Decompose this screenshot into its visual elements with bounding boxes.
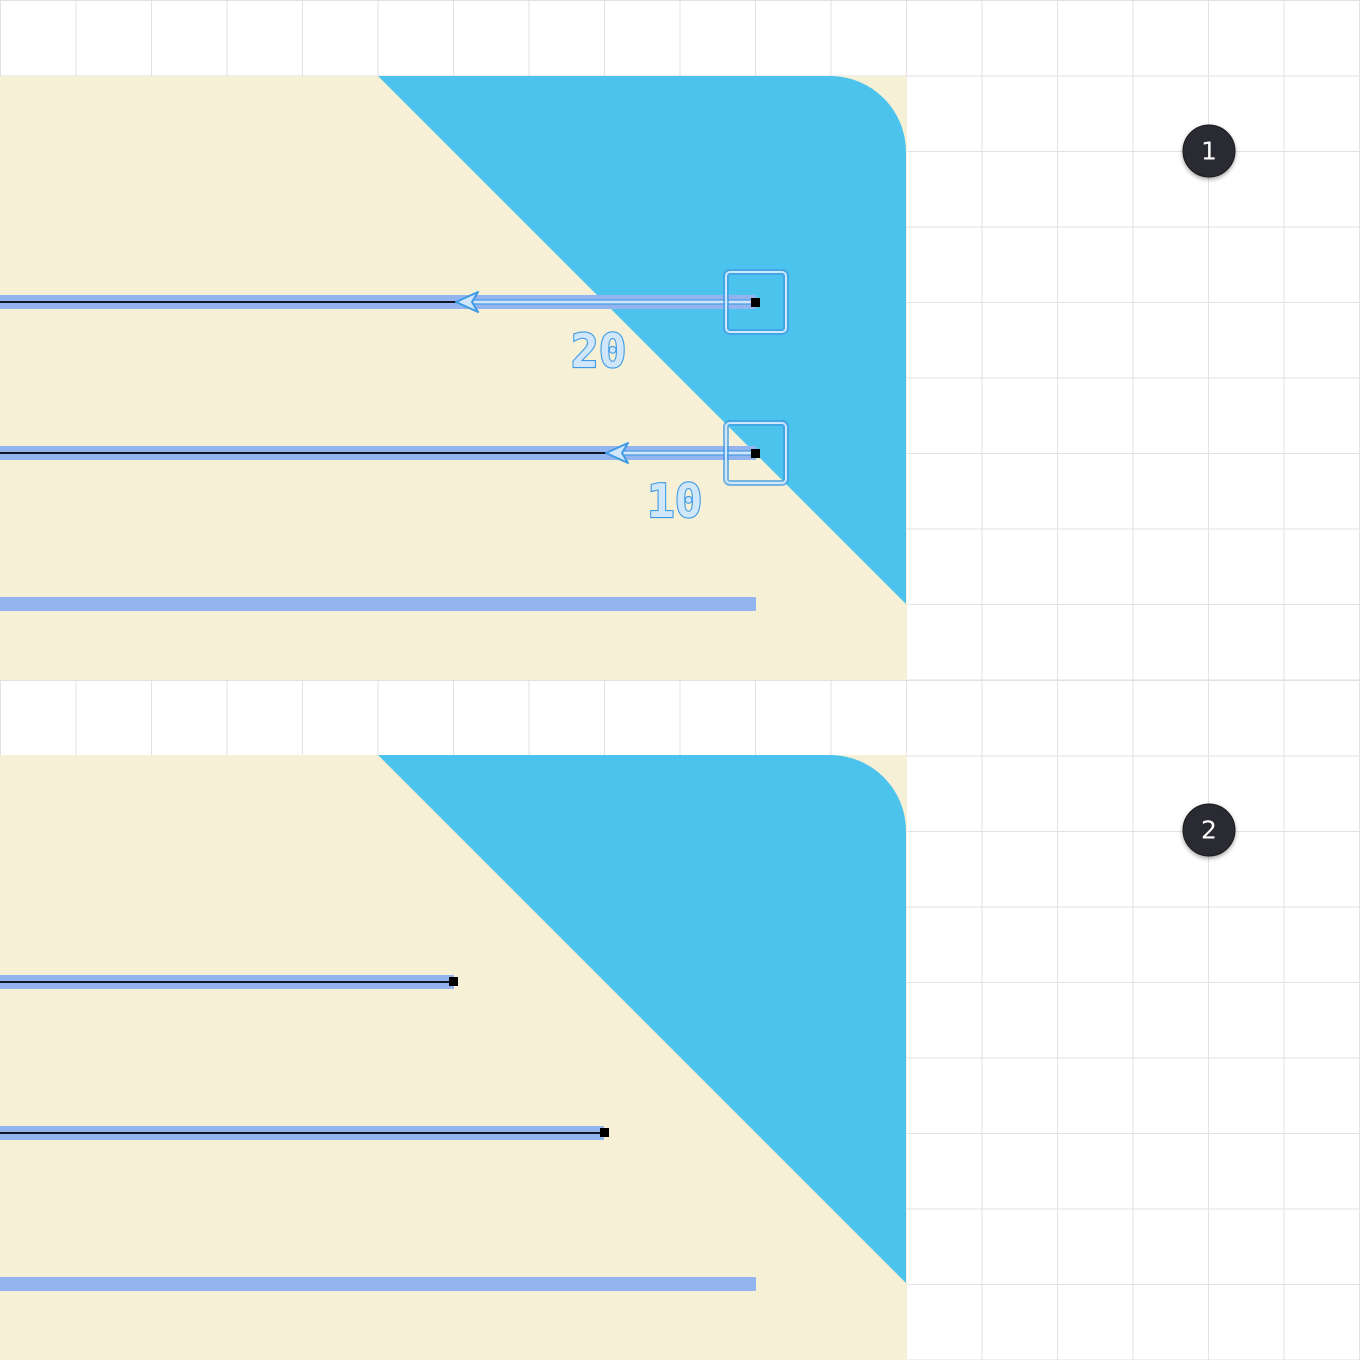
step-panel-1: 20 10 1 (0, 0, 1360, 680)
blue-corner-shape (378, 755, 906, 1283)
arrow-left-icon (605, 442, 629, 464)
step-badge-2: 2 (1182, 803, 1236, 857)
anchor-select-box-inner (725, 271, 787, 333)
anchor-point (751, 449, 760, 458)
stripe-line-fill (0, 1277, 756, 1291)
stripe-line-top (0, 269, 789, 335)
step-number: 1 (1201, 137, 1217, 166)
anchor-point (449, 977, 458, 986)
stripe-line-bottom (0, 597, 756, 611)
stripe-line-middle (0, 420, 789, 486)
arrow-left-icon (455, 291, 479, 313)
blue-corner-shape (378, 76, 906, 604)
measurement-label-20: 20 (571, 324, 626, 378)
stripe-line-middle (0, 1126, 609, 1140)
step-panel-2: 2 (0, 680, 1360, 1360)
anchor-select-box-inner (725, 422, 787, 484)
stripe-line-fill (0, 597, 756, 611)
step-badge-1: 1 (1182, 124, 1236, 178)
step-badge-circle (1182, 124, 1236, 178)
measurement-label-10: 10 (647, 474, 702, 528)
step-number: 2 (1201, 816, 1217, 845)
stripe-line-bottom (0, 1277, 756, 1291)
stripe-line-top (0, 975, 458, 989)
anchor-point (600, 1128, 609, 1137)
anchor-point (751, 298, 760, 307)
step-badge-circle (1182, 803, 1236, 857)
